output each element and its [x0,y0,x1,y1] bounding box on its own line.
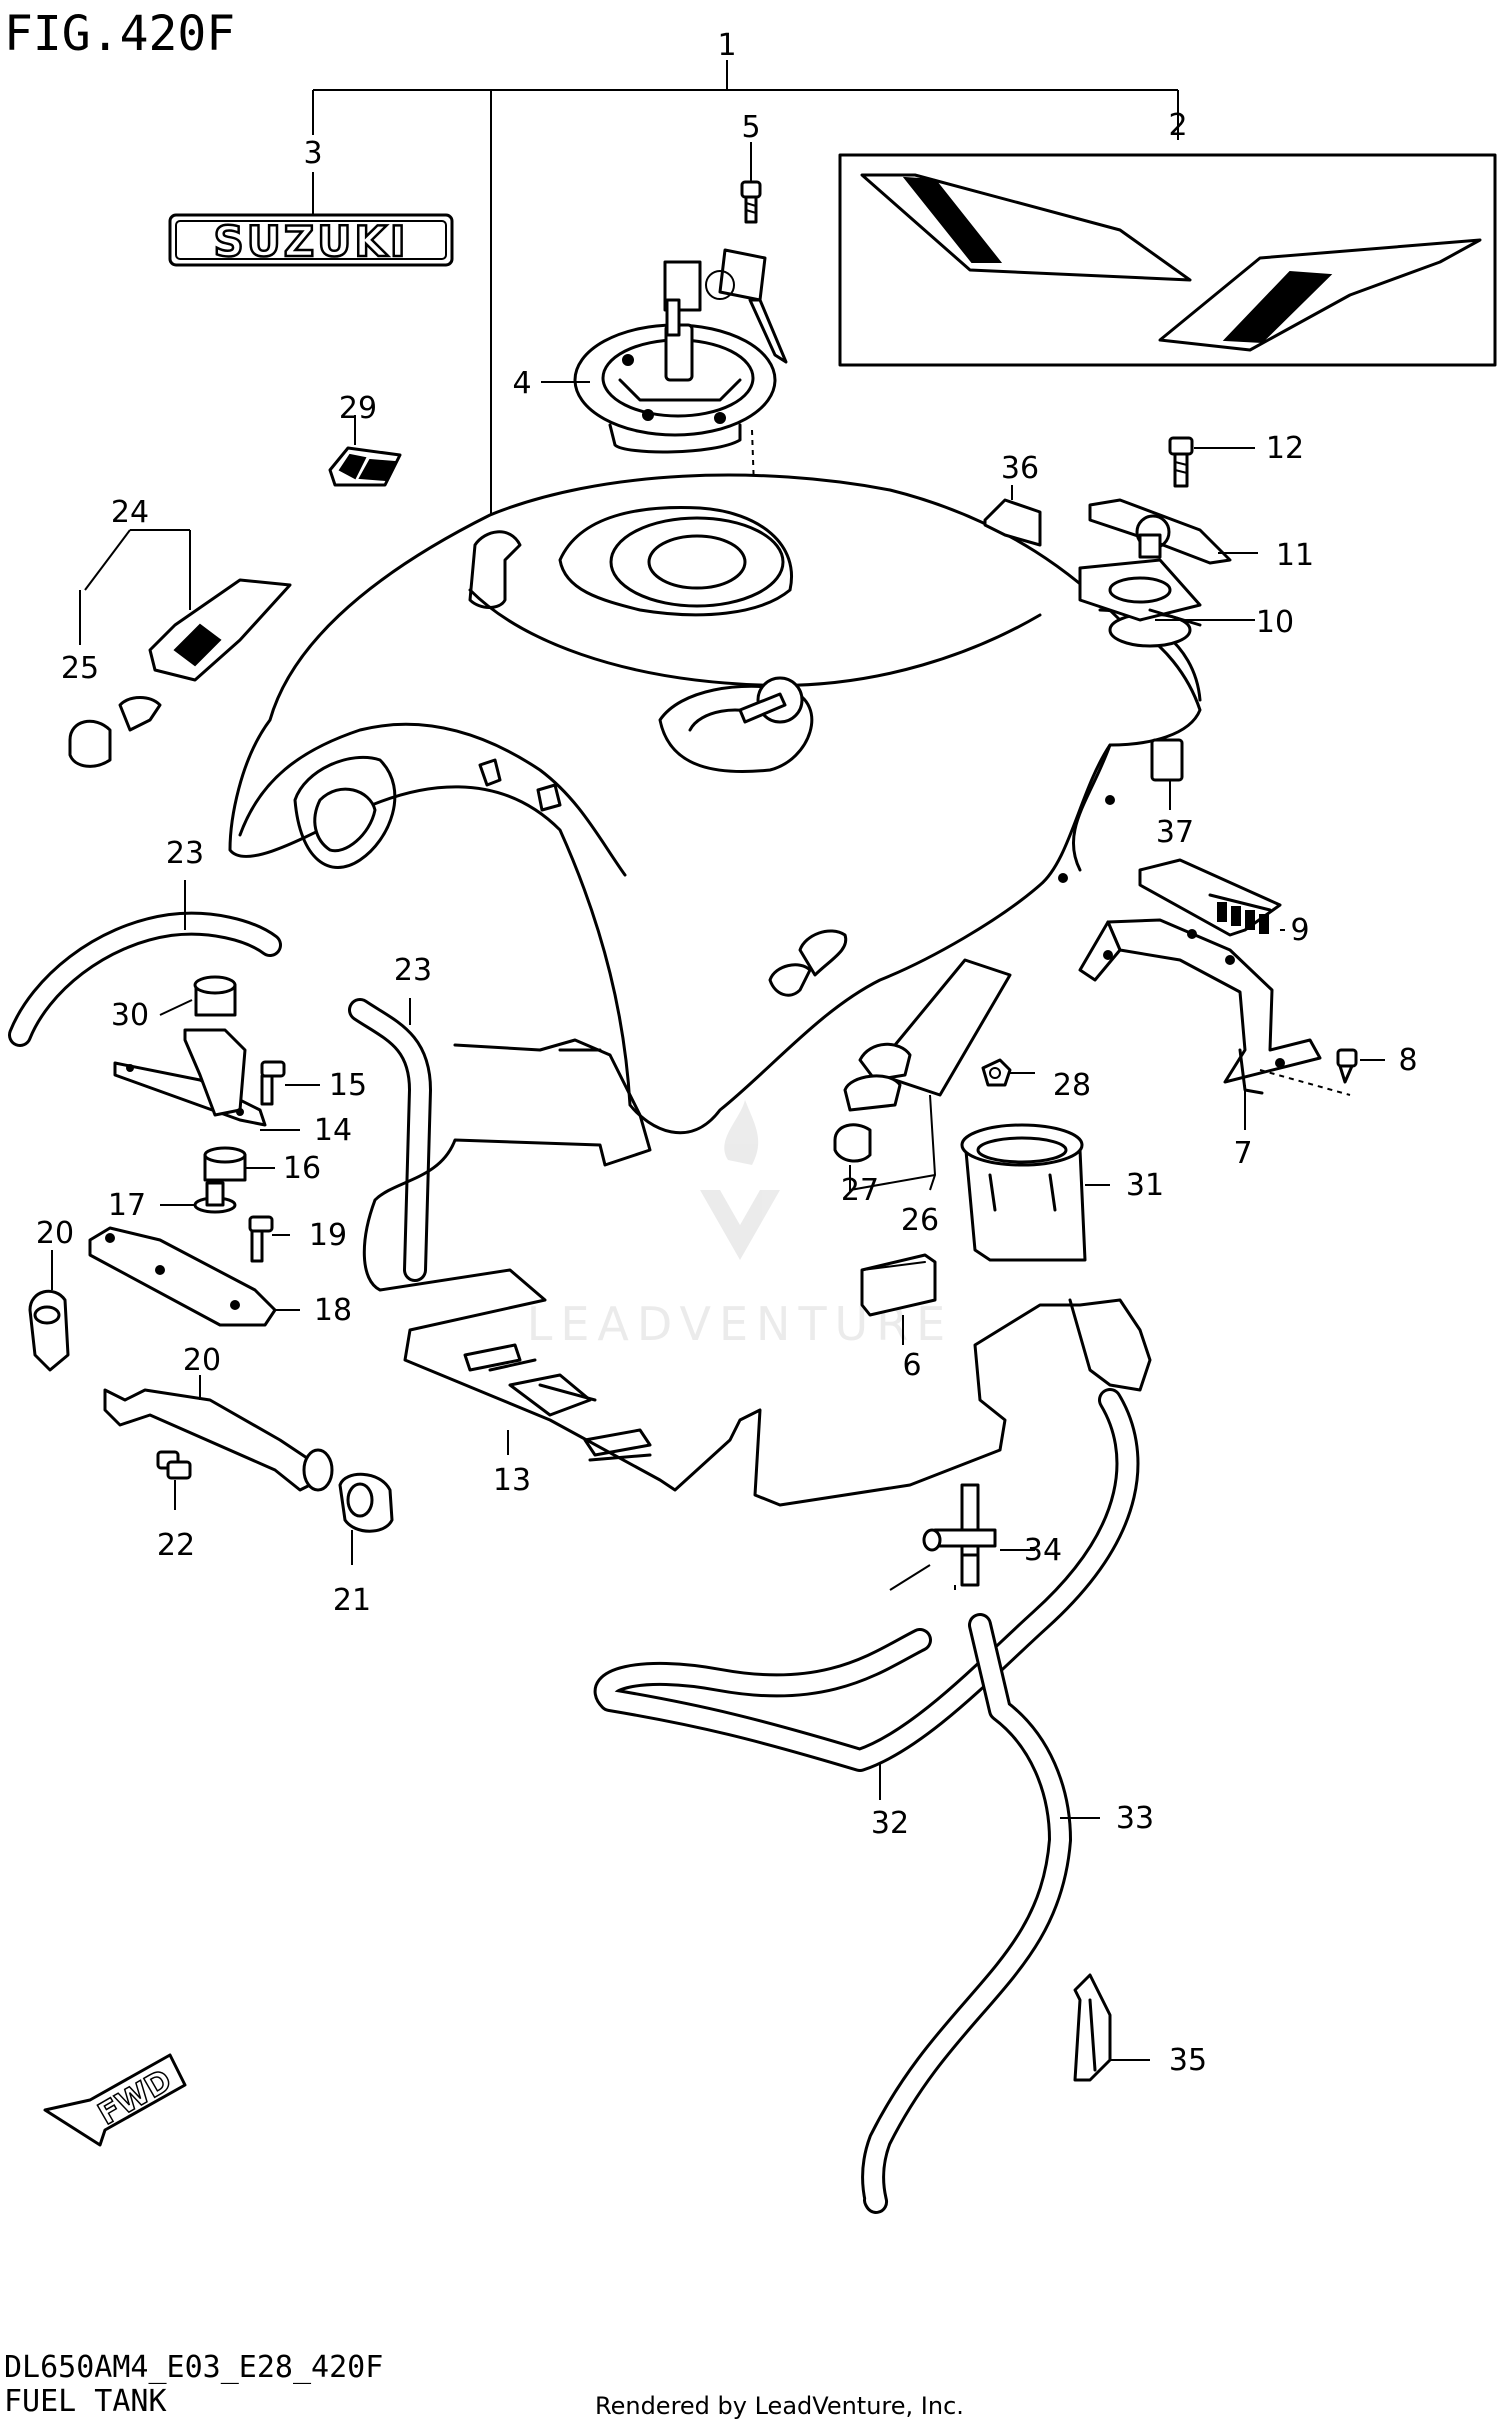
hose-33[interactable] [861,1613,1072,2214]
callout-2[interactable]: 2 [1168,108,1187,143]
callout-32[interactable]: 32 [871,1806,909,1841]
tank-mat-13[interactable] [362,1038,1152,1507]
callout-26[interactable]: 26 [901,1203,939,1238]
rear-bracket-bolt[interactable] [1336,1048,1358,1084]
callout-16[interactable]: 16 [283,1151,321,1186]
callout-27[interactable]: 27 [841,1173,879,1208]
hose-23-center[interactable] [348,998,432,1282]
callout-labels: 1 2 3 4 5 6 7 8 9 10 11 12 13 14 15 16 1… [36,28,1418,2078]
clamp-26[interactable] [858,958,1012,1097]
collar-17[interactable] [193,1181,237,1214]
callout-18[interactable]: 18 [314,1293,352,1328]
clamp-35[interactable] [1073,1973,1112,2082]
callout-15[interactable]: 15 [329,1068,367,1103]
fuel-cap-assembly[interactable] [573,248,788,454]
callout-12[interactable]: 12 [1266,431,1304,466]
bracket-14[interactable] [113,1028,267,1127]
cushion-pad-37[interactable] [1150,738,1184,782]
callout-33[interactable]: 33 [1116,1801,1154,1836]
figure-title: FIG.420F [4,6,235,62]
emblem-text: SUZUKI [213,217,408,266]
drain-pipe-20b[interactable] [103,1388,334,1492]
callout-37[interactable]: 37 [1156,815,1194,850]
label-29[interactable] [328,446,402,487]
screw-22[interactable] [156,1450,192,1480]
rear-bracket[interactable] [1078,918,1322,1095]
callout-3[interactable]: 3 [303,136,322,171]
callout-10[interactable]: 10 [1256,605,1294,640]
joint-34[interactable] [922,1483,997,1587]
callout-23a[interactable]: 23 [166,836,204,871]
model-code: DL650AM4_E03_E28_420F [4,2350,383,2385]
callout-25[interactable]: 25 [61,651,99,686]
callout-30[interactable]: 30 [111,998,149,1033]
nut-28[interactable] [981,1058,1012,1087]
callout-5[interactable]: 5 [741,110,760,145]
clip-27[interactable] [833,1074,902,1163]
callout-23b[interactable]: 23 [394,953,432,988]
tank-decal-set[interactable] [838,153,1497,367]
callout-35[interactable]: 35 [1169,2043,1207,2078]
fuel-tank[interactable] [228,473,1202,1135]
clip-24[interactable] [148,578,292,682]
upper-mount-plate[interactable] [1078,558,1202,627]
callout-20b[interactable]: 20 [183,1343,221,1378]
callout-36[interactable]: 36 [1001,451,1039,486]
hose-23-left[interactable] [8,911,282,1047]
suzuki-emblem[interactable]: SUZUKI [168,213,454,267]
assembly-bracket [312,60,1179,520]
callout-19[interactable]: 19 [309,1218,347,1253]
upper-mount-bracket[interactable] [1088,498,1232,565]
upper-mount-bolt[interactable] [1168,436,1194,488]
callout-4[interactable]: 4 [512,366,531,401]
rear-cushion[interactable] [1138,858,1282,937]
plate-18[interactable] [88,1226,277,1327]
grommet-16[interactable] [203,1146,247,1182]
callout-29[interactable]: 29 [339,391,377,426]
callout-17[interactable]: 17 [108,1188,146,1223]
callout-13[interactable]: 13 [493,1463,531,1498]
grommet-21[interactable] [338,1472,394,1533]
cap-25[interactable] [68,696,162,768]
hose-32[interactable] [593,1388,1140,1772]
callout-20a[interactable]: 20 [36,1216,74,1251]
callout-9[interactable]: 9 [1290,913,1309,948]
callout-14[interactable]: 14 [314,1113,352,1148]
bolt-15[interactable] [260,1060,286,1106]
forward-arrow: FWD [43,2053,187,2147]
callout-6[interactable]: 6 [902,1348,921,1383]
cushion-6[interactable] [860,1253,937,1317]
footer-credit: Rendered by LeadVenture, Inc. [595,2392,964,2420]
cushion-pad-36[interactable] [983,498,1042,547]
callout-21[interactable]: 21 [333,1583,371,1618]
callout-22[interactable]: 22 [157,1528,195,1563]
callout-8[interactable]: 8 [1398,1043,1417,1078]
section-name: FUEL TANK [4,2384,167,2419]
callout-1[interactable]: 1 [717,28,736,63]
callout-24[interactable]: 24 [111,495,149,530]
leader-lines [51,142,1385,2061]
watermark: LEADVENTURE [527,1100,945,1351]
cushion-30[interactable] [193,975,237,1017]
bolt-19[interactable] [248,1215,274,1263]
callout-7[interactable]: 7 [1233,1136,1252,1171]
callout-28[interactable]: 28 [1053,1068,1091,1103]
fuel-cap-bolt[interactable] [740,180,762,224]
ring-31[interactable] [960,1123,1087,1262]
callout-34[interactable]: 34 [1024,1533,1062,1568]
hose-clamp-20a[interactable] [28,1289,70,1372]
callout-11[interactable]: 11 [1276,538,1314,573]
callout-31[interactable]: 31 [1126,1168,1164,1203]
